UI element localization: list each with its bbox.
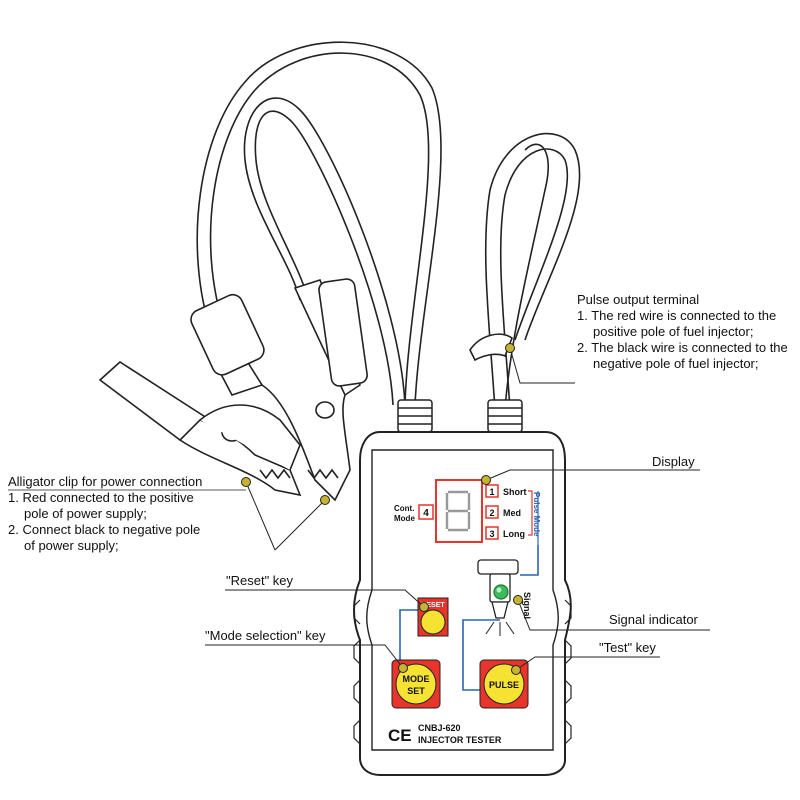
- alligator-line1: 1. Red connected to the positive: [8, 490, 194, 505]
- leader-lines: [8, 347, 710, 671]
- pulse-output-line2: positive pole of fuel injector;: [593, 324, 754, 339]
- alligator-clip-left: [98, 360, 302, 497]
- power-cable: [196, 41, 442, 406]
- mode-box-1: [485, 484, 499, 498]
- mode-label-2: Med: [503, 508, 521, 518]
- pulse-output-line1: 1. The red wire is connected to the: [577, 308, 777, 323]
- mode-set-key[interactable]: [395, 663, 437, 705]
- signal-label: Signal: [522, 592, 532, 619]
- mode-label-1: Short: [503, 487, 527, 497]
- alligator-callout: Alligator clip for power connection 1. R…: [8, 474, 202, 554]
- reset-key-label: RESET: [421, 602, 445, 609]
- mode-number-1: 1: [489, 487, 494, 497]
- pulse-output-callout: Pulse output terminal 1. The red wire is…: [577, 292, 788, 372]
- cont-mode-label: Cont.: [394, 504, 414, 513]
- display-callout: Display: [652, 454, 695, 469]
- cont-mode-number: 4: [423, 508, 429, 519]
- cont-mode-box: [418, 504, 434, 520]
- pulse-key-label: PULSE: [489, 680, 519, 690]
- model-number: CNBJ-620: [418, 723, 461, 733]
- pulse-output-line3: 2. The black wire is connected to the: [577, 340, 788, 355]
- signal-led: [493, 584, 509, 600]
- pulse-output-title: Pulse output terminal: [577, 292, 700, 307]
- cable-boots: [397, 399, 523, 433]
- alligator-line4: of power supply;: [24, 538, 119, 553]
- pulse-output-line4: negative pole of fuel injector;: [593, 356, 759, 371]
- mode-box-2: [485, 505, 499, 519]
- pulse-mode-label: Pulse Mode: [532, 492, 541, 537]
- alligator-line3: 2. Connect black to negative pole: [8, 522, 201, 537]
- alligator-clip-right: [190, 278, 368, 502]
- pulse-cable: [469, 132, 581, 411]
- product-name: INJECTOR TESTER: [418, 735, 502, 745]
- cont-mode-label2: Mode: [394, 514, 415, 523]
- ce-mark: CE: [388, 726, 412, 745]
- mode-set-label-line1: MODE: [403, 674, 430, 684]
- mode-label-3: Long: [503, 529, 525, 539]
- test-key-callout: "Test" key: [599, 640, 656, 655]
- display-digit: [445, 490, 471, 532]
- wiring-traces: [399, 545, 539, 691]
- mode-box-3: [485, 526, 499, 540]
- mode-number-3: 3: [489, 529, 494, 539]
- mode-list: 1 Short 2 Med 3 Long Pulse Mode: [485, 484, 541, 545]
- alligator-title: Alligator clip for power connection: [8, 474, 203, 489]
- reset-key[interactable]: [420, 609, 446, 635]
- reset-key-callout: "Reset" key: [226, 573, 294, 588]
- mode-set-label-line2: SET: [407, 686, 425, 696]
- fuel-injector-icon: [477, 559, 519, 636]
- signal-indicator-callout: Signal indicator: [609, 612, 698, 627]
- callout-dots: [241, 343, 523, 675]
- pulse-mode-bracket: [528, 490, 533, 536]
- mode-number-2: 2: [489, 508, 494, 518]
- alligator-line2: pole of power supply;: [24, 506, 147, 521]
- mode-key-callout: "Mode selection" key: [205, 628, 326, 643]
